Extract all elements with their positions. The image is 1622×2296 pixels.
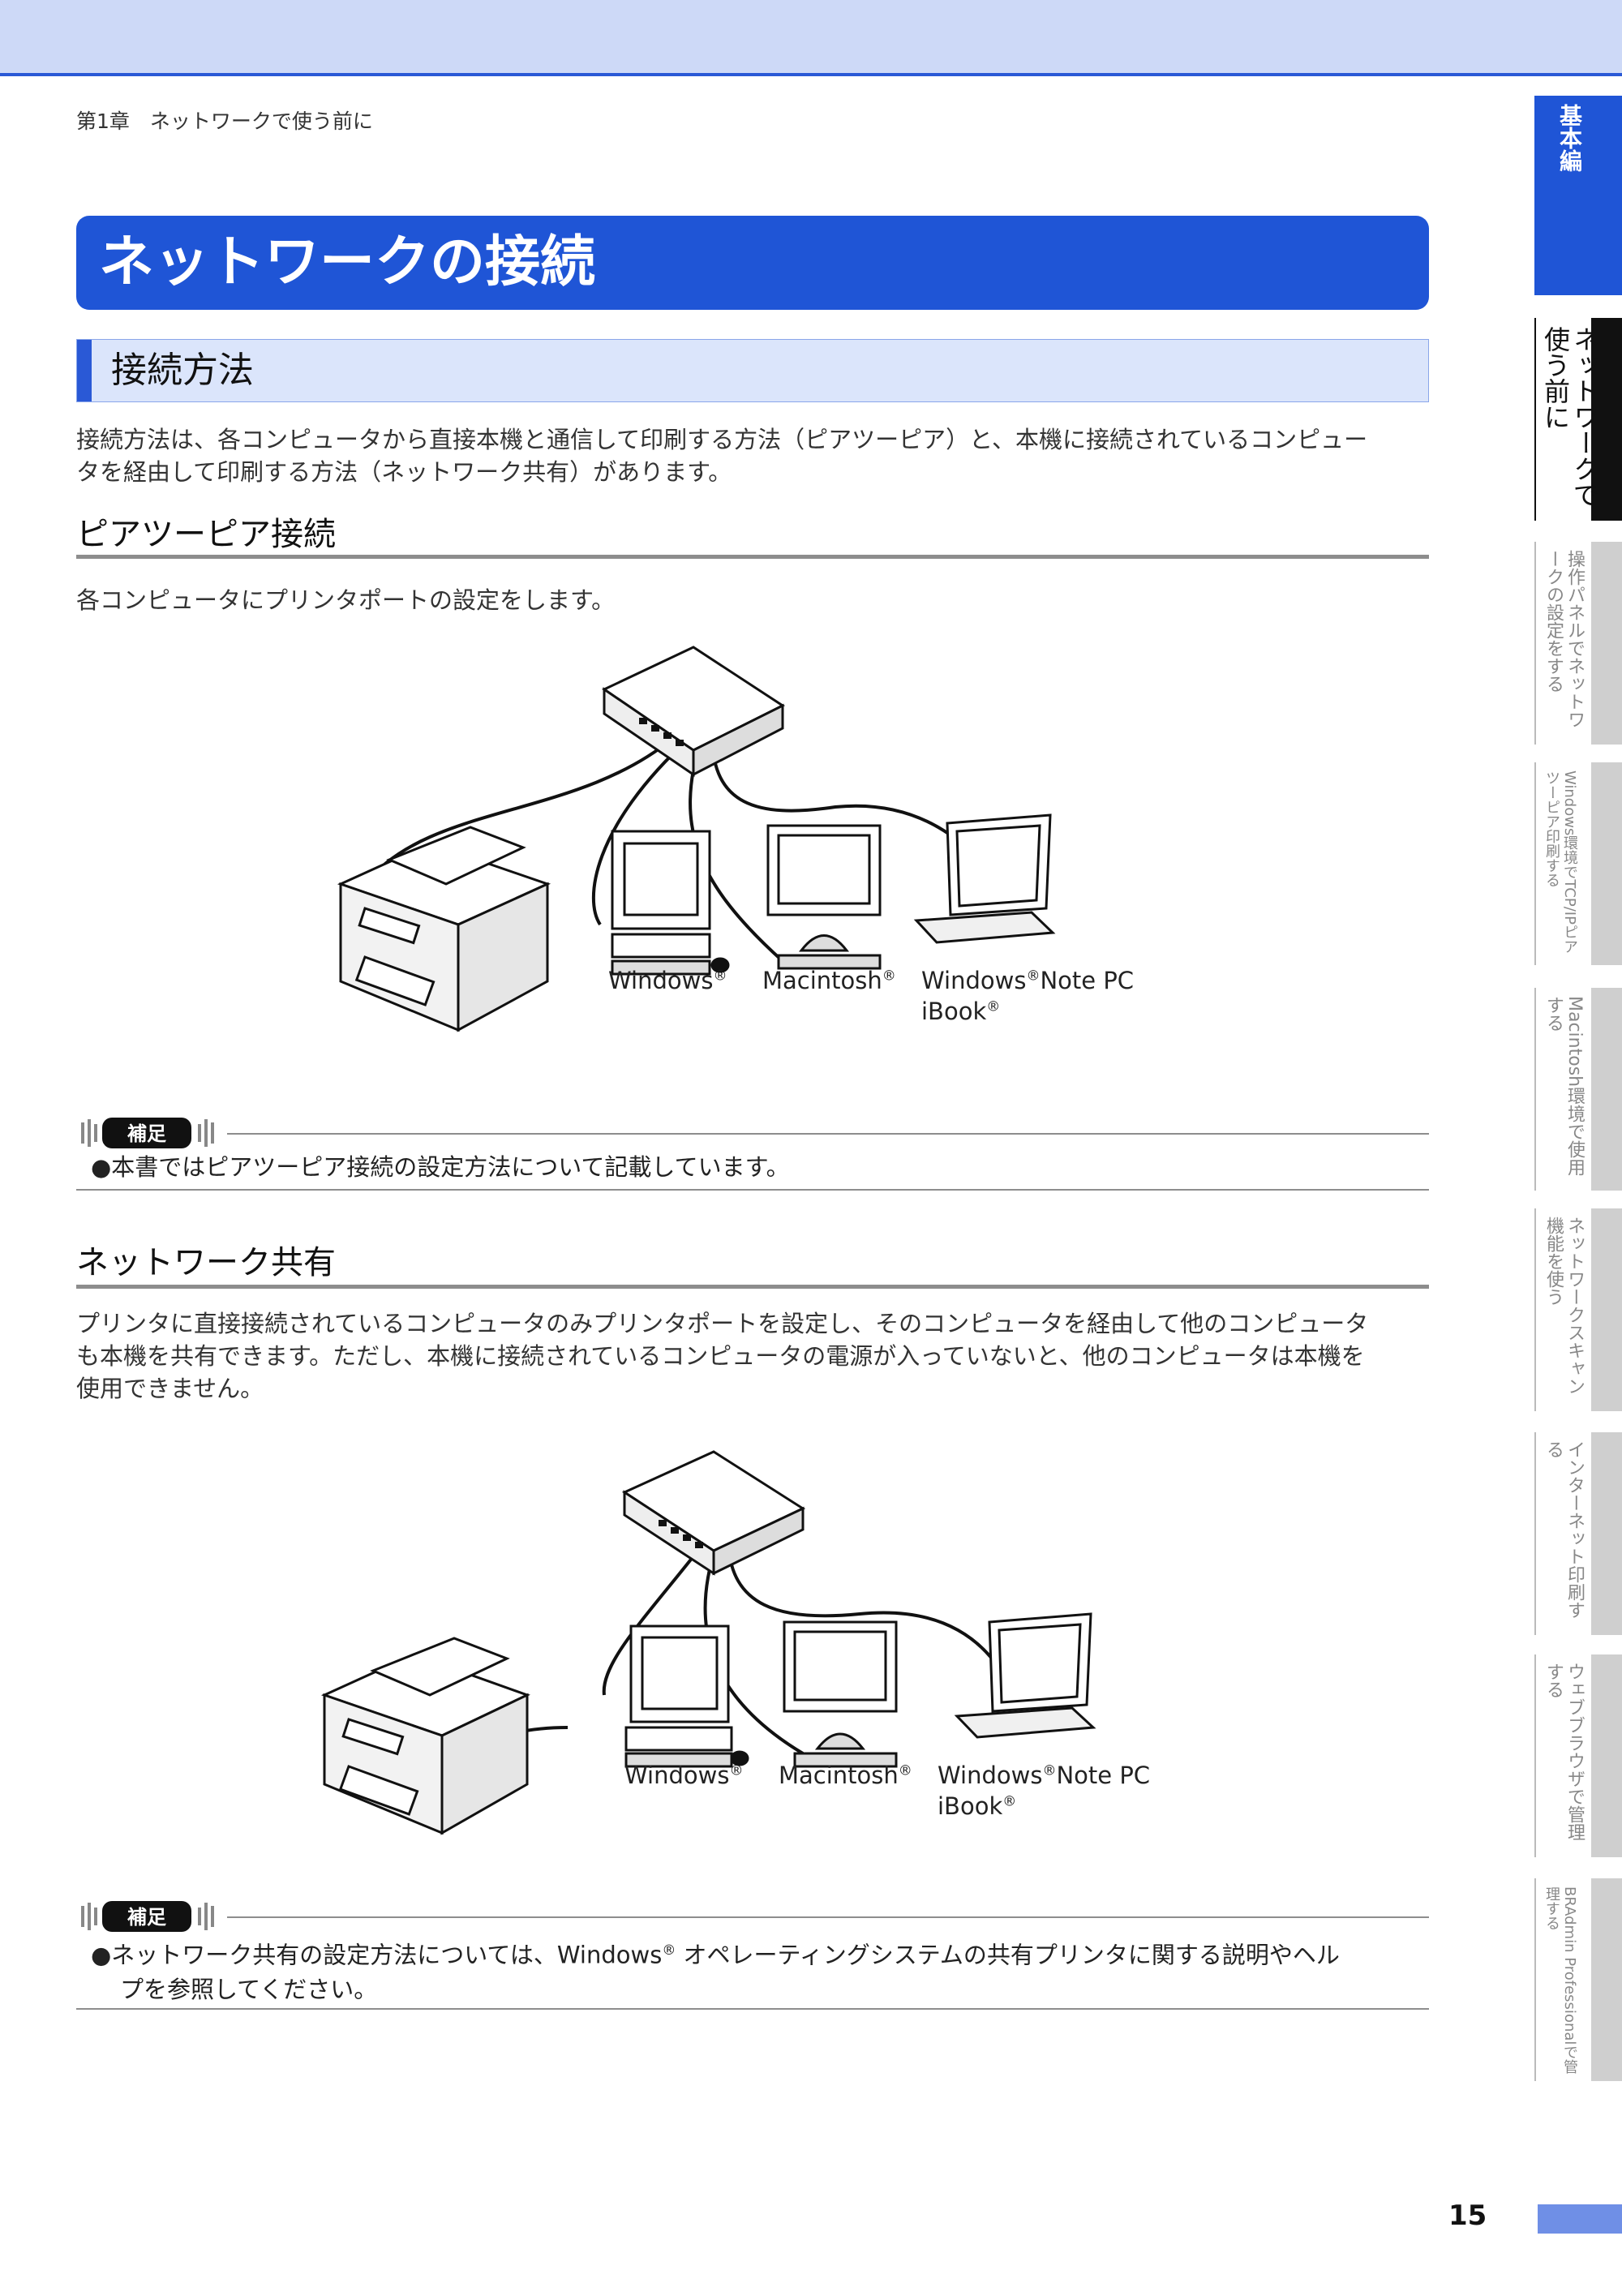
tab-internet-print-label: インターネット印刷する	[1543, 1440, 1585, 1619]
note-2-line-1b: オペレーティングシステムの共有プリンタに関する説明やヘル	[676, 1941, 1340, 1969]
tab-marker	[1591, 1432, 1622, 1635]
note-2-rule-bottom	[76, 2008, 1429, 2010]
tab-panel-settings-label: 操作パネルでネットワークの設定をする	[1543, 550, 1585, 728]
tab-marker	[1591, 988, 1622, 1191]
page-number-block	[1538, 2204, 1622, 2234]
tab-basic-label: 基本編	[1556, 104, 1583, 172]
section-heading: 接続方法	[111, 350, 254, 391]
tab-bradmin[interactable]: BRAdmin Professionalで管理する	[1534, 1878, 1622, 2081]
label-ibook: iBook®	[921, 998, 1001, 1025]
network-hub-icon	[621, 1450, 806, 1576]
note-2-line-1a: ●ネットワーク共有の設定方法については、Windows	[91, 1941, 663, 1969]
peer-body: 各コンピュータにプリンタポートの設定をします。	[76, 586, 616, 614]
shared-heading: ネットワーク共有	[76, 1244, 336, 1281]
tab-before-network[interactable]: ネットワークで使う前に	[1534, 318, 1622, 521]
hosoku-supplement-icon: 補足	[81, 1901, 214, 1932]
macintosh-icon	[783, 1620, 898, 1768]
intro-paragraph: 接続方法は、各コンピュータから直接本機と通信して印刷する方法（ピアツーピア）と、…	[76, 423, 1429, 488]
label-windows: Windows®	[624, 1762, 744, 1789]
hosoku-supplement-icon: 補足	[81, 1118, 214, 1148]
tab-marker	[1591, 1878, 1622, 2081]
chapter-side-tabs: 基本編 ネットワークで使う前に 操作パネルでネットワークの設定をする Windo…	[1534, 0, 1622, 2296]
shared-body-line-1: プリンタに直接接続されているコンピュータのみプリンタポートを設定し、そのコンピュ…	[76, 1310, 1369, 1337]
notebook-pc-icon	[913, 813, 1056, 944]
tab-marker	[1591, 762, 1622, 965]
tab-windows-tcpip-label: Windows環境でTCP/IPピアツーピア印刷する	[1543, 770, 1578, 954]
tab-before-network-label: ネットワークで使う前に	[1540, 326, 1600, 508]
section-heading-accent	[77, 340, 92, 401]
tab-macintosh-label: Macintosh環境で使用する	[1543, 996, 1585, 1177]
note-1-text: ●本書ではピアツーピア接続の設定方法について記載しています。	[91, 1153, 790, 1181]
windows-pc-icon	[611, 830, 730, 976]
cable-windows	[591, 736, 691, 926]
label-ibook: iBook®	[938, 1792, 1017, 1820]
tab-macintosh[interactable]: Macintosh環境で使用する	[1534, 988, 1622, 1191]
label-windows: Windows®	[608, 967, 727, 994]
note-2-line-2: プを参照してください。	[120, 1975, 378, 2003]
shared-body-line-2: も本機を共有できます。ただし、本機に接続されているコンピュータの電源が入っていな…	[76, 1342, 1365, 1370]
shared-network-diagram: Windows® Macintosh® Windows®Note PC iBoo…	[320, 1450, 1152, 1841]
label-macintosh: Macintosh®	[779, 1762, 912, 1789]
tab-network-scan[interactable]: ネットワークスキャン機能を使う	[1534, 1208, 1622, 1411]
tab-internet-print[interactable]: インターネット印刷する	[1534, 1432, 1622, 1635]
top-band	[0, 0, 1622, 75]
note-2-rule-top	[227, 1916, 1429, 1918]
page-number: 15	[1448, 2199, 1487, 2232]
shared-heading-rule	[76, 1285, 1429, 1289]
tab-panel-settings[interactable]: 操作パネルでネットワークの設定をする	[1534, 542, 1622, 745]
shared-body: プリンタに直接接続されているコンピュータのみプリンタポートを設定し、そのコンピュ…	[76, 1307, 1429, 1405]
top-band-rule	[0, 73, 1622, 76]
notebook-pc-icon	[954, 1612, 1096, 1739]
printer-icon	[320, 1637, 530, 1835]
tab-web-browser[interactable]: ウェブブラウザで管理する	[1534, 1654, 1622, 1857]
page-title: ネットワークの接続	[76, 216, 1429, 310]
svg-text:補足: 補足	[127, 1906, 166, 1929]
note-1-rule-bottom	[76, 1189, 1429, 1191]
label-macintosh: Macintosh®	[762, 967, 896, 994]
tab-basic[interactable]: 基本編	[1534, 96, 1622, 295]
tab-marker	[1591, 542, 1622, 745]
intro-line-2: タを経由して印刷する方法（ネットワーク共有）があります。	[76, 458, 732, 486]
tab-windows-tcpip[interactable]: Windows環境でTCP/IPピアツーピア印刷する	[1534, 762, 1622, 965]
tab-marker	[1591, 318, 1622, 521]
peer-heading: ピアツーピア接続	[76, 516, 336, 553]
peer-network-diagram: Windows® Macintosh® Windows®Note PC iBoo…	[333, 641, 1144, 1046]
network-hub-icon	[601, 646, 786, 777]
tab-marker	[1591, 1654, 1622, 1857]
tab-web-browser-label: ウェブブラウザで管理する	[1543, 1663, 1585, 1841]
tab-bradmin-label: BRAdmin Professionalで管理する	[1543, 1886, 1578, 2075]
peer-heading-rule	[76, 555, 1429, 559]
cable-printer	[363, 736, 675, 886]
intro-line-1: 接続方法は、各コンピュータから直接本機と通信して印刷する方法（ピアツーピア）と、…	[76, 426, 1368, 453]
section-heading-box: 接続方法	[76, 339, 1429, 402]
shared-body-line-3: 使用できません。	[76, 1375, 264, 1402]
svg-text:補足: 補足	[127, 1122, 166, 1145]
cable-notebook	[727, 1540, 1015, 1696]
printer-icon	[337, 826, 551, 1032]
windows-pc-icon	[624, 1624, 749, 1768]
shared-diagram-svg	[320, 1450, 1096, 1835]
note-2-text: ●ネットワーク共有の設定方法については、Windows® オペレーティングシステ…	[91, 1933, 1340, 2006]
macintosh-icon	[766, 824, 882, 970]
label-windows-note-pc: Windows®Note PC	[921, 967, 1135, 994]
tab-network-scan-label: ネットワークスキャン機能を使う	[1543, 1217, 1585, 1395]
note-1-rule-top	[227, 1133, 1429, 1135]
tab-marker	[1591, 1208, 1622, 1411]
peer-diagram-svg	[337, 646, 1056, 1032]
chapter-breadcrumb: 第1章 ネットワークで使う前に	[76, 109, 373, 133]
label-windows-note-pc: Windows®Note PC	[938, 1762, 1151, 1789]
